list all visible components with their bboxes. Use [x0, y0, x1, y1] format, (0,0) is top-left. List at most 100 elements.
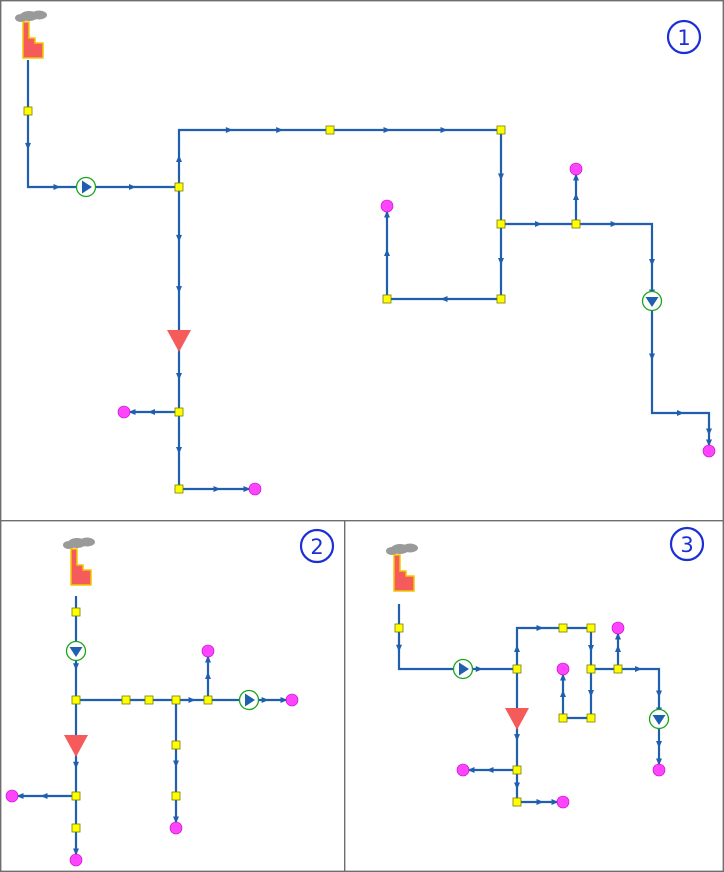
flow-arrow-icon [396, 644, 402, 652]
junction-node [613, 664, 623, 674]
warning-triangle-icon [64, 735, 88, 757]
sink-node [556, 795, 570, 809]
valve-direction-icon [459, 662, 469, 676]
flow-arrow-icon [656, 741, 662, 748]
sink-node [201, 644, 215, 658]
flow-arrow-icon [706, 439, 712, 447]
valve-icon [648, 708, 670, 730]
panel-3-badge-label: 3 [680, 533, 693, 557]
flow-arrow-icon [536, 625, 544, 631]
valve-direction-icon [82, 180, 92, 194]
junction-node [171, 740, 181, 750]
junction-node [171, 791, 181, 801]
flow-arrow-icon [73, 663, 79, 671]
flow-arrow-icon [280, 697, 288, 703]
flow-arrow-icon [176, 234, 182, 242]
junction-node [325, 125, 335, 135]
flow-arrow-icon [536, 799, 544, 805]
warning-triangle-icon [505, 708, 529, 730]
flow-arrow-icon [213, 486, 221, 492]
flow-arrow-icon [25, 142, 31, 150]
factory-building [22, 21, 44, 59]
flow-arrow-icon [148, 409, 155, 415]
sink-node [285, 693, 299, 707]
sink-node [611, 621, 625, 635]
junction-node [586, 623, 596, 633]
junction-node [512, 797, 522, 807]
valve-direction-icon [652, 715, 666, 725]
junction-node [512, 664, 522, 674]
junction-node [174, 484, 184, 494]
flow-arrow-icon [656, 758, 662, 766]
panel-2-badge: 2 [299, 528, 335, 564]
junction-node [203, 695, 213, 705]
flow-arrow-icon [649, 259, 655, 266]
smoke-icon [386, 547, 398, 555]
junction-node [394, 623, 404, 633]
valve-icon [641, 290, 663, 312]
panel-2-badge-label: 2 [310, 535, 323, 559]
sink-node [248, 482, 262, 496]
panel-1-badge: 1 [666, 19, 702, 55]
smoke-icon [63, 541, 75, 549]
flow-arrow-icon [560, 673, 566, 681]
junction-node [71, 695, 81, 705]
valve-direction-icon [645, 297, 659, 307]
sink-node [5, 789, 19, 803]
flow-arrow-icon [73, 848, 79, 856]
smoke-icon [402, 543, 418, 553]
junction-node [571, 219, 581, 229]
flow-arrow-icon [615, 632, 621, 640]
valve-icon [65, 640, 87, 662]
factory-icon [63, 537, 95, 586]
sink-node [569, 162, 583, 176]
junction-node [174, 182, 184, 192]
flow-arrow-icon [16, 793, 24, 799]
sink-node [169, 821, 183, 835]
flow-arrow-icon [610, 221, 618, 227]
flow-arrow-icon [467, 767, 475, 773]
junction-node [71, 791, 81, 801]
panel-3: 3 [386, 526, 705, 809]
flow-arrow-icon [535, 221, 542, 227]
flow-arrow-icon [225, 127, 233, 133]
valve-direction-icon [69, 647, 83, 657]
panel-1-frame [0, 0, 724, 522]
junction-node [586, 664, 596, 674]
flow-arrow-icon [205, 672, 211, 679]
junction-node [71, 607, 81, 617]
flow-arrow-icon [176, 373, 182, 380]
flow-arrow-icon [173, 760, 179, 768]
valve-icon [238, 689, 260, 711]
panel-3-badge: 3 [669, 526, 705, 562]
factory-icon [15, 10, 47, 59]
valve-icon [452, 658, 474, 680]
flow-arrow-icon [615, 645, 621, 652]
panel-1-badge-circle [666, 19, 702, 55]
junction-node [121, 695, 131, 705]
sink-node [702, 444, 716, 458]
junction-node [496, 125, 506, 135]
flow-arrow-icon [384, 210, 390, 218]
flow-arrow-icon [498, 258, 504, 265]
sink-node [456, 763, 470, 777]
junction-node [558, 713, 568, 723]
flow-arrow-icon [649, 353, 655, 361]
junction-node [382, 294, 392, 304]
flow-arrow-icon [276, 127, 284, 133]
panel-2-badge-circle [299, 528, 335, 564]
flow-arrow-icon [486, 767, 494, 773]
sink-node [117, 405, 131, 419]
junction-node [144, 695, 154, 705]
factory-icon [386, 543, 418, 592]
flow-arrow-icon [129, 184, 136, 190]
flow-arrow-icon [384, 249, 390, 256]
junction-node [171, 695, 181, 705]
junction-node [71, 823, 81, 833]
panel-3-badge-circle [669, 526, 705, 562]
flow-arrow-icon [176, 447, 182, 454]
junction-node [558, 623, 568, 633]
flow-arrow-icon [173, 816, 179, 824]
flow-arrow-icon [53, 184, 61, 190]
